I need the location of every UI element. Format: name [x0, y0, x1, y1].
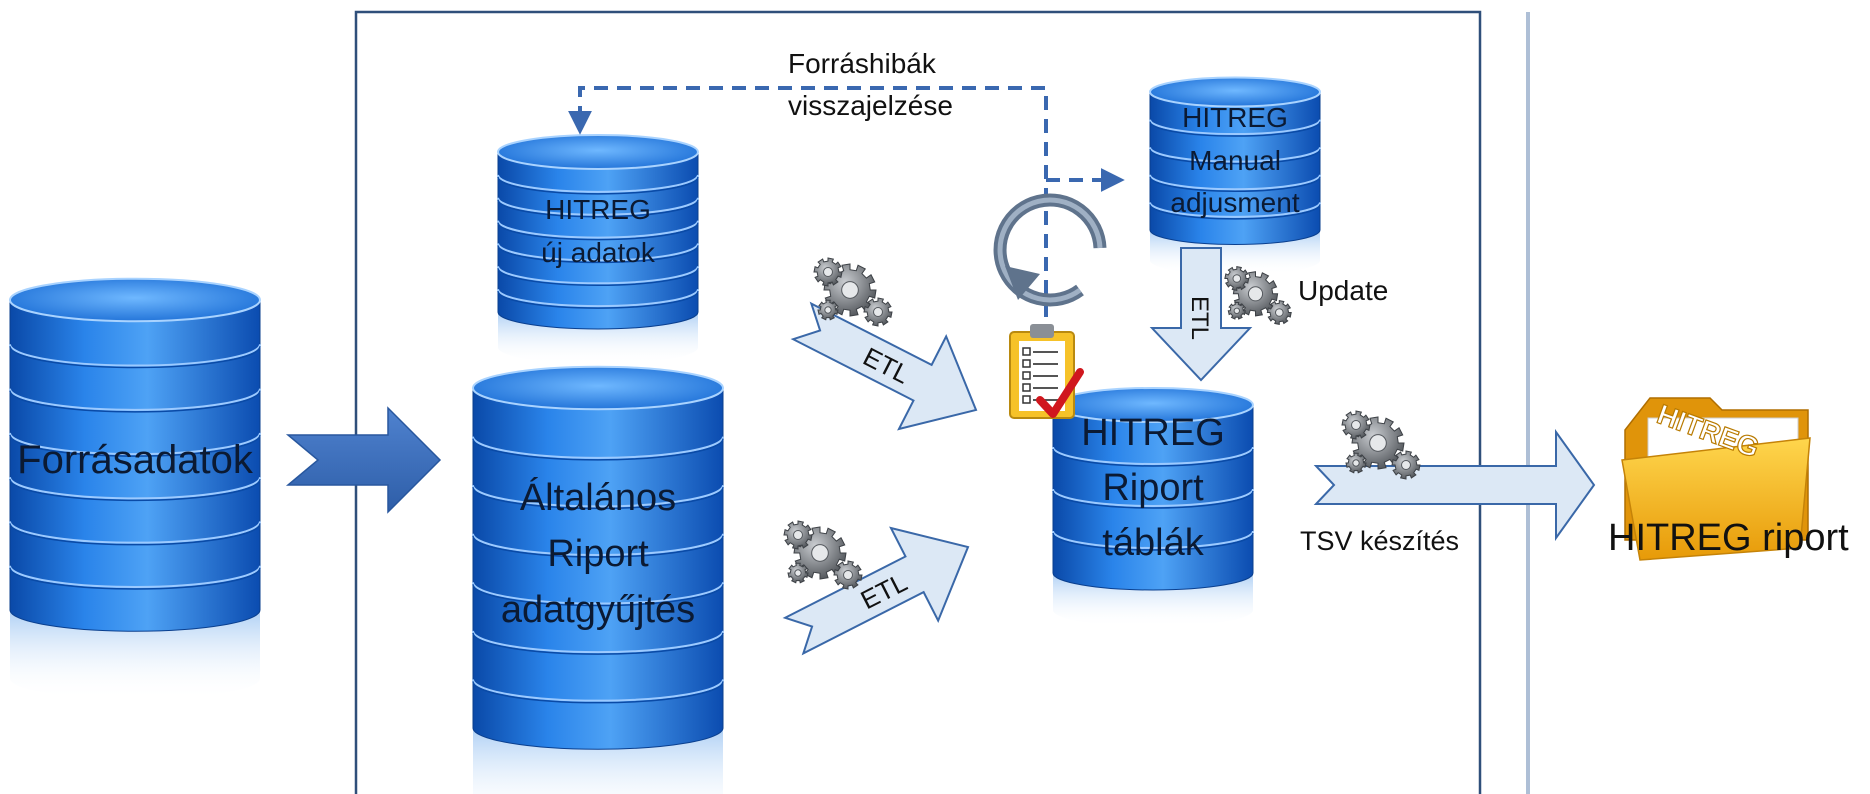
etl-arrow-vertical: ETL: [1149, 247, 1253, 382]
refresh-cycle-icon: [993, 193, 1107, 307]
report-label: HITREG riport: [1608, 517, 1849, 559]
etl-arrow-upper: ETL: [790, 301, 978, 431]
process-frame: [354, 10, 1482, 794]
general-label-line-2: Riport: [547, 533, 649, 575]
update-label: Update: [1298, 275, 1388, 306]
new-data-database-cylinder: [497, 134, 699, 365]
gears-icon: [813, 257, 893, 327]
source-to-report-arrow-icon: [285, 406, 442, 514]
feedback-label-line-1: Forráshibák: [788, 48, 937, 79]
tsv-arrow: [1313, 428, 1596, 542]
new-data-label-line-1: HITREG: [545, 194, 651, 225]
feedback-label-line-2: visszajelzése: [788, 90, 953, 121]
checklist-icon: [1009, 324, 1084, 419]
general-label-line-3: adatgyűjtés: [501, 589, 695, 631]
manual-label-line-2: Manual: [1189, 145, 1281, 176]
gears-icon: [783, 520, 863, 590]
folder-icon: HITREG: [1621, 397, 1811, 561]
general-report-database-cylinder: [472, 365, 724, 794]
new-data-label-line-2: új adatok: [541, 237, 656, 268]
etl-vertical-label: ETL: [1186, 296, 1213, 340]
report-tables-label-line-2: Riport: [1102, 467, 1204, 509]
report-tables-label-line-1: HITREG: [1081, 412, 1225, 454]
feedback-dashed-arrow: [568, 86, 1048, 340]
manual-adjustment-database-cylinder: [1149, 76, 1321, 275]
tsv-label: TSV készítés: [1300, 526, 1459, 556]
manual-label-line-1: HITREG: [1182, 102, 1288, 133]
report-tables-label-line-3: táblák: [1102, 522, 1204, 564]
manual-label-line-3: adjusment: [1170, 187, 1299, 218]
gears-icon: [1224, 265, 1292, 326]
general-label-line-1: Általános: [520, 476, 676, 519]
source-database-cylinder: [9, 277, 261, 700]
report-tables-database-cylinder: [1052, 387, 1254, 627]
gears-icon: [1341, 410, 1421, 480]
source-label: Forrásadatok: [17, 438, 254, 482]
